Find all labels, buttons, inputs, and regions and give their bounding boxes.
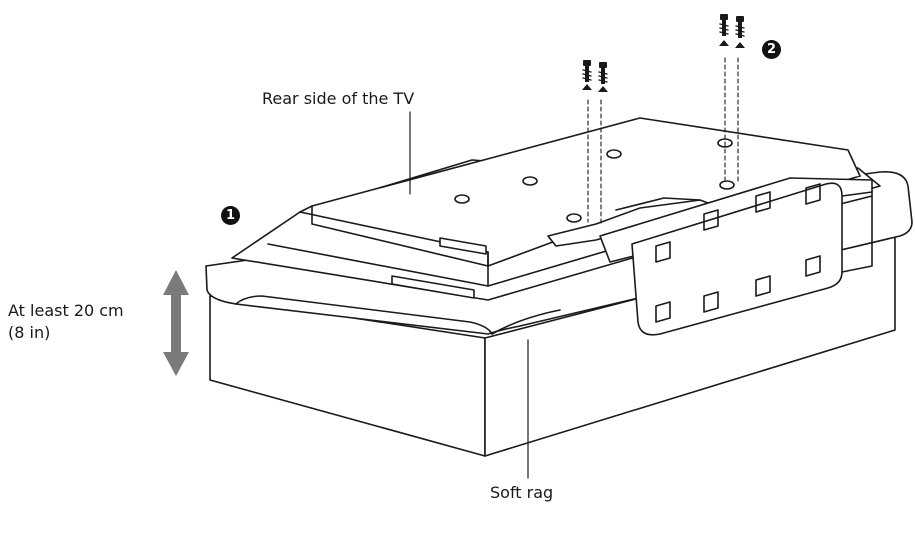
rear-side-label: Rear side of the TV	[262, 89, 415, 108]
step-2-badge: 2	[762, 40, 781, 59]
height-arrow-icon	[163, 270, 189, 376]
step-1-badge: 1	[221, 206, 240, 225]
screw-icon-group-2	[719, 14, 745, 48]
leader-lines	[409, 111, 529, 479]
height-label-line1: At least 20 cm	[8, 301, 124, 320]
screw-icon-group-1	[582, 60, 608, 92]
screw-guide-lines	[587, 57, 739, 225]
stand-base	[599, 177, 873, 336]
stand-pads	[655, 183, 821, 323]
height-label-line2: (8 in)	[8, 323, 51, 342]
soft-rag-label: Soft rag	[490, 483, 554, 502]
